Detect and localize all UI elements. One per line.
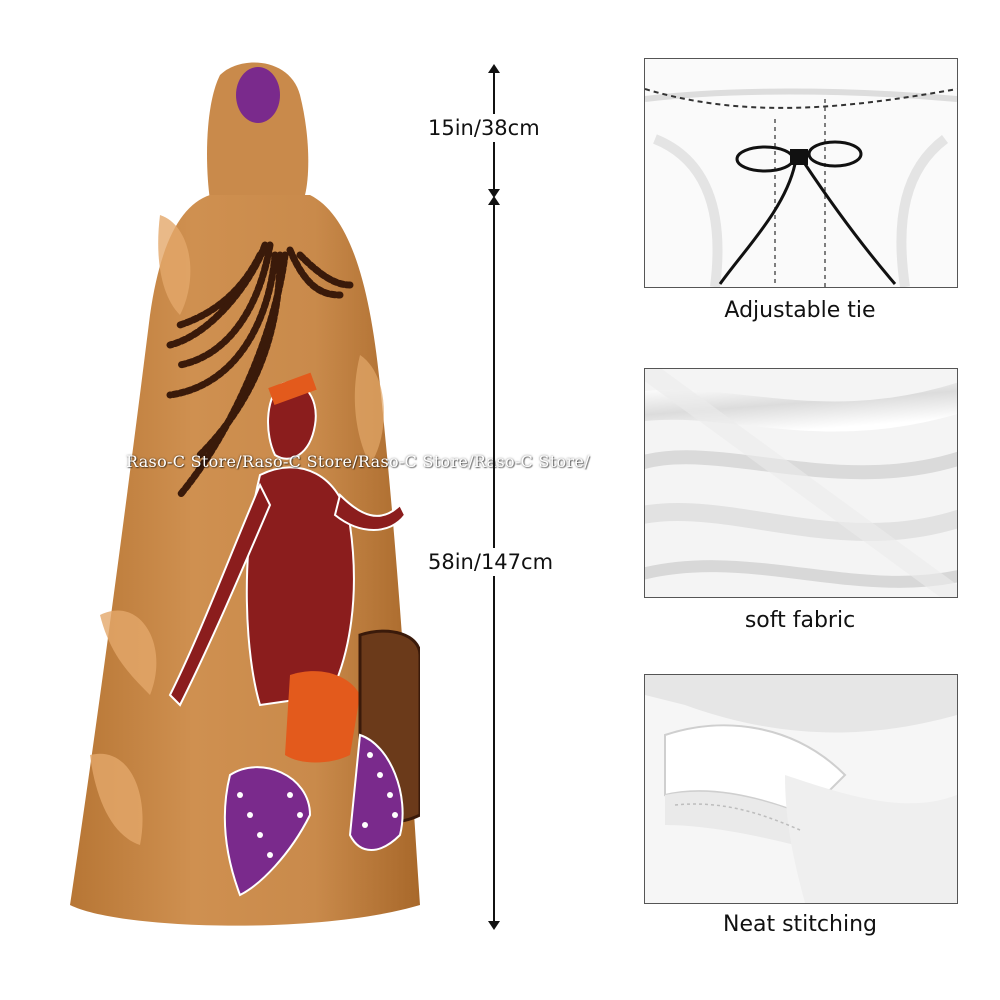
- hood-arrow-top-icon: [488, 64, 500, 73]
- soft-fabric-caption: soft fabric: [744, 608, 856, 633]
- hood-arrow-bottom-icon: [488, 189, 500, 198]
- adjustable-tie-photo: [644, 58, 958, 288]
- neat-stitching-caption: Neat stitching: [723, 912, 877, 937]
- length-arrow-bottom-icon: [488, 921, 500, 930]
- fabric-illustration: [645, 369, 957, 597]
- store-watermark: Raso-C Store/Raso-C Store/Raso-C Store/R…: [126, 452, 590, 471]
- adjustable-tie-caption: Adjustable tie: [724, 298, 876, 323]
- stitching-illustration: [645, 675, 957, 903]
- tie-illustration: [645, 59, 957, 287]
- hood-height-label: 15in/38cm: [424, 114, 544, 142]
- neat-stitching-photo: [644, 674, 958, 904]
- cloak-image: [60, 55, 420, 955]
- length-arrow-top-icon: [488, 196, 500, 205]
- cloak-length-label: 58in/147cm: [424, 548, 558, 576]
- soft-fabric-photo: [644, 368, 958, 598]
- cloak-illustration: [70, 62, 420, 926]
